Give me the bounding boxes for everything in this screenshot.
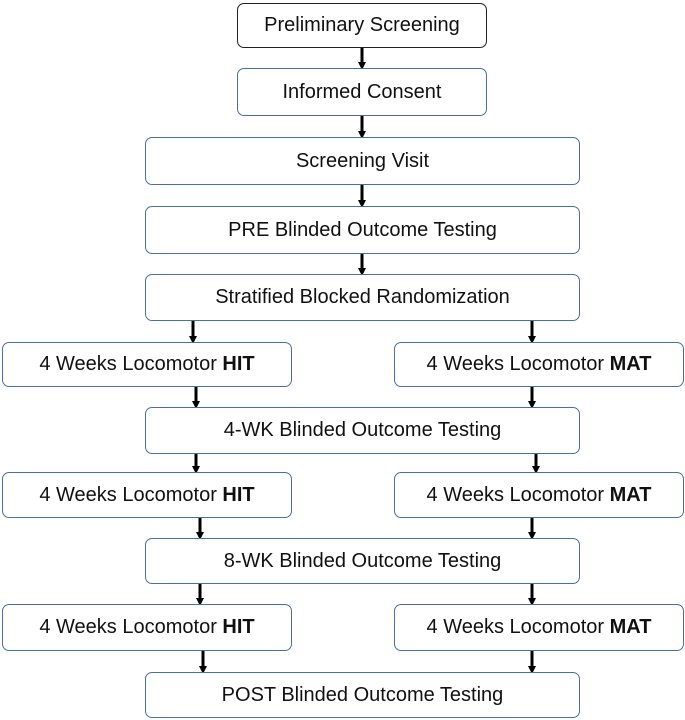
- arm-label-hit: HIT: [222, 353, 255, 375]
- screening-visit-label: Screening Visit: [295, 149, 430, 172]
- informed-consent-label: Informed Consent: [282, 80, 442, 103]
- mat-arm-box-3: 4 Weeks Locomotor MAT: [394, 604, 684, 651]
- randomization-label: Stratified Blocked Randomization: [215, 286, 510, 308]
- arm-label-mat: MAT: [609, 483, 652, 506]
- pre-testing-label: PRE Blinded Outcome Testing: [228, 218, 497, 241]
- informed-consent-box: Informed Consent: [237, 68, 487, 116]
- wk8-testing-label: 8-WK Blinded Outcome Testing: [223, 549, 502, 572]
- arm-label-prefix: 4 Weeks Locomotor: [426, 353, 610, 375]
- arm-label-prefix: 4 Weeks Locomotor: [426, 483, 610, 506]
- arm-label-hit: HIT: [222, 616, 255, 638]
- arm-label-hit: HIT: [222, 483, 255, 506]
- wk8-testing-box: 8-WK Blinded Outcome Testing: [145, 538, 580, 584]
- randomization-box: Stratified Blocked Randomization: [145, 274, 580, 321]
- hit-arm-box-3: 4 Weeks Locomotor HIT: [2, 604, 292, 651]
- arm-label-prefix: 4 Weeks Locomotor: [39, 353, 223, 375]
- screening-visit-box: Screening Visit: [145, 137, 580, 185]
- wk4-testing-label: 4-WK Blinded Outcome Testing: [223, 419, 502, 441]
- hit-arm-box-1: 4 Weeks Locomotor HIT: [2, 342, 292, 387]
- mat-arm-box-2: 4 Weeks Locomotor MAT: [394, 472, 684, 518]
- post-testing-label: POST Blinded Outcome Testing: [221, 683, 504, 706]
- arm-label-prefix: 4 Weeks Locomotor: [39, 483, 223, 506]
- arm-label-mat: MAT: [609, 616, 652, 638]
- preliminary-screening-label: Preliminary Screening: [264, 14, 460, 36]
- hit-arm-box-2: 4 Weeks Locomotor HIT: [2, 472, 292, 518]
- post-testing-box: POST Blinded Outcome Testing: [145, 672, 580, 718]
- mat-arm-box-1: 4 Weeks Locomotor MAT: [394, 342, 684, 387]
- preliminary-screening-box: Preliminary Screening: [237, 3, 487, 48]
- pre-testing-box: PRE Blinded Outcome Testing: [145, 206, 580, 254]
- wk4-testing-box: 4-WK Blinded Outcome Testing: [145, 407, 580, 454]
- arm-label-prefix: 4 Weeks Locomotor: [426, 616, 610, 638]
- arm-label-prefix: 4 Weeks Locomotor: [39, 616, 223, 638]
- arm-label-mat: MAT: [609, 353, 652, 375]
